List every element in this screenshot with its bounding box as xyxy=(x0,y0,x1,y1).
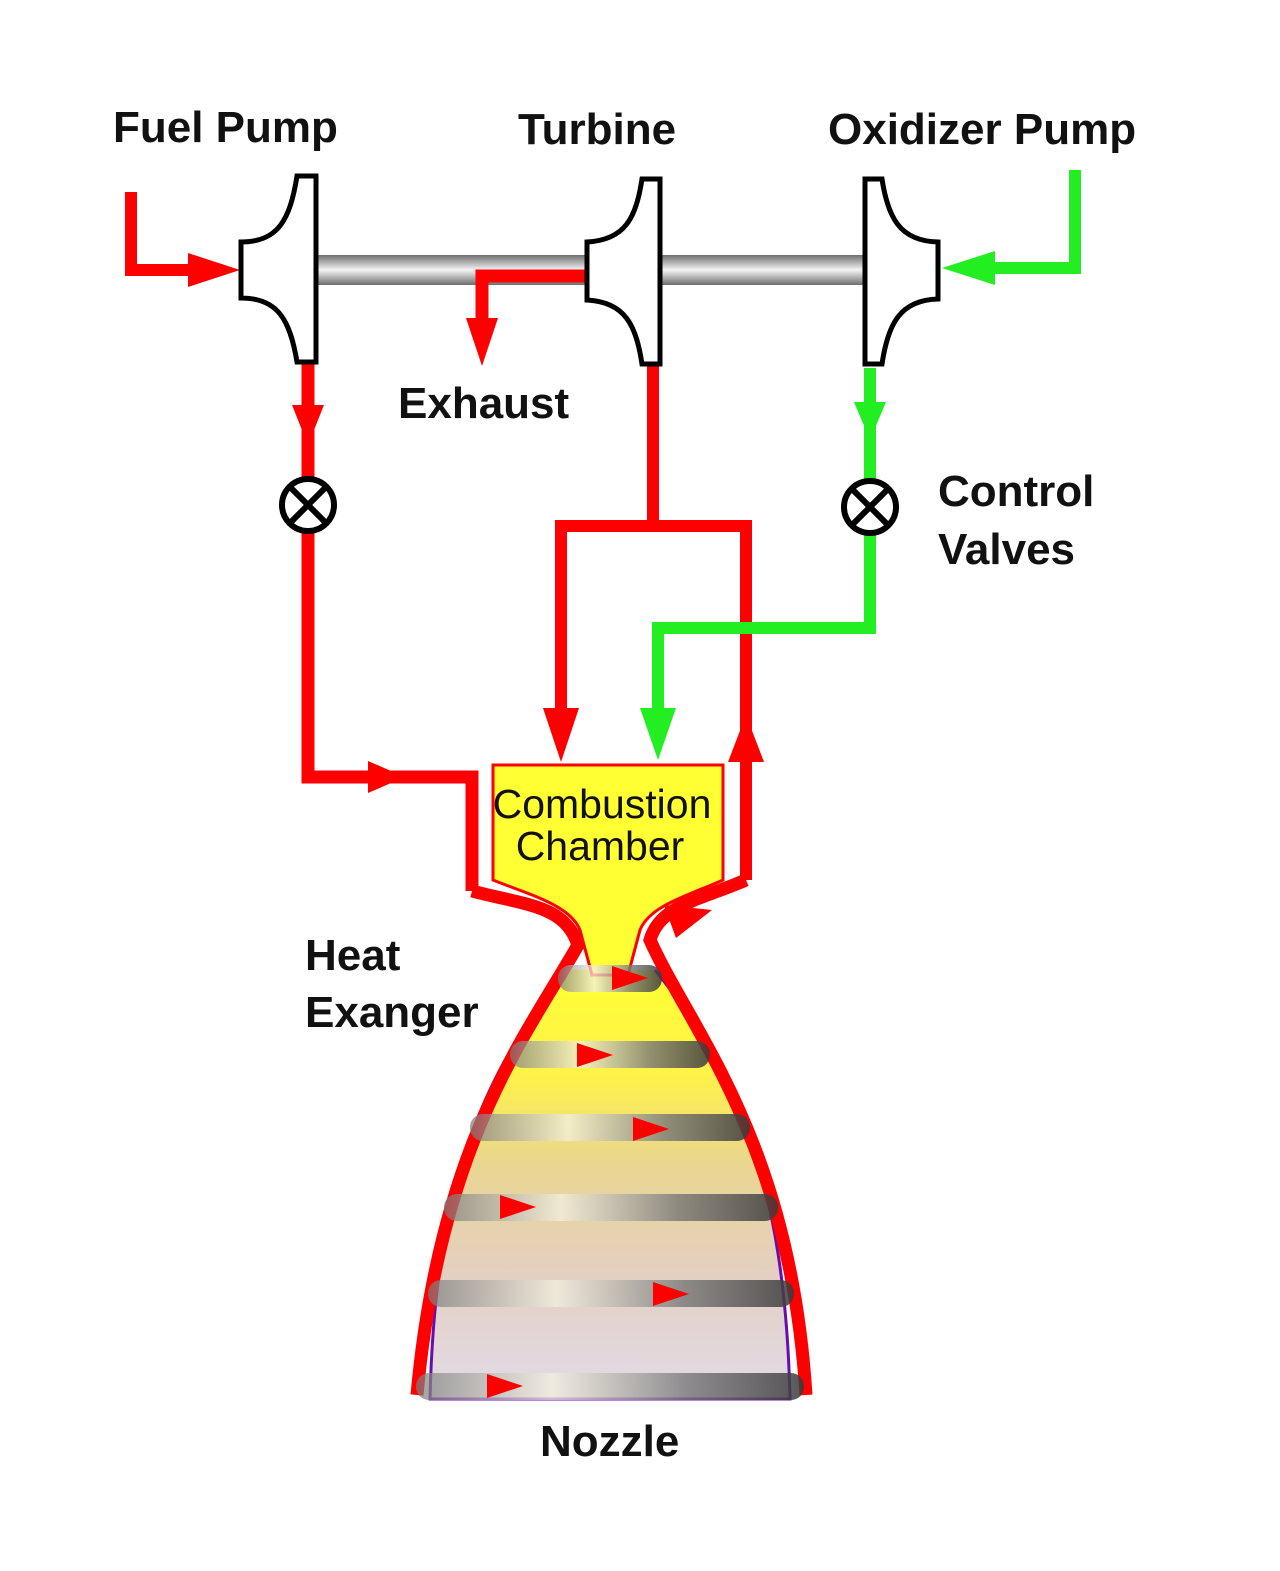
heat-exchanger-band xyxy=(428,1280,794,1307)
turbine-feed-arrow xyxy=(543,708,579,762)
label-control-valves-1: Control xyxy=(938,467,1094,516)
turbine-feed-line xyxy=(555,365,659,716)
label-combustion-2: Chamber xyxy=(516,823,685,869)
fuel-pump-impeller xyxy=(238,173,319,365)
coolant-jacket-left xyxy=(410,884,586,1396)
heat-exchanger-band xyxy=(444,1194,778,1221)
flow-arrow xyxy=(633,1117,669,1141)
label-control-valves-2: Valves xyxy=(938,525,1075,574)
oxidizer-pump-impeller xyxy=(862,176,941,367)
label-heat-exchanger-2: Exanger xyxy=(305,988,479,1037)
heat-exchanger-band xyxy=(470,1114,750,1141)
label-exhaust: Exhaust xyxy=(398,379,570,428)
flow-arrow xyxy=(500,1195,536,1219)
fuel-feed-arrow-1 xyxy=(292,405,324,445)
label-fuel-pump: Fuel Pump xyxy=(113,103,338,152)
oxidizer-inlet-line xyxy=(990,170,1081,274)
heat-exchanger-band xyxy=(416,1373,804,1400)
exhaust-line xyxy=(475,269,587,322)
label-oxidizer-pump: Oxidizer Pump xyxy=(828,105,1136,154)
fuel-feed-line xyxy=(301,362,479,891)
exhaust-arrow xyxy=(466,318,498,366)
fuel-inlet-arrow xyxy=(188,253,240,287)
coolant-jacket-right xyxy=(643,874,813,1396)
oxidizer-feed-arrow-1 xyxy=(854,402,886,440)
heat-exchanger-flow-arrows xyxy=(487,966,689,1398)
oxidizer-inlet-arrow xyxy=(942,251,995,285)
label-combustion-1: Combustion xyxy=(493,781,712,827)
heat-exchanger-band xyxy=(558,965,662,992)
flow-arrow xyxy=(577,1043,613,1067)
coolant-return-arrow xyxy=(664,905,712,938)
oxidizer-feed-arrow-2 xyxy=(640,708,676,760)
label-turbine: Turbine xyxy=(518,105,676,154)
fuel-control-valve xyxy=(279,476,337,534)
fuel-feed-arrow-2 xyxy=(368,761,405,793)
fuel-inlet-line xyxy=(125,192,195,276)
flow-arrow xyxy=(653,1282,689,1306)
nozzle-interior xyxy=(430,970,790,1399)
label-nozzle: Nozzle xyxy=(540,1417,679,1466)
turbine-return-arrow xyxy=(728,715,764,762)
flow-arrow xyxy=(612,966,648,990)
oxidizer-feed-line xyxy=(652,368,876,716)
label-heat-exchanger-1: Heat xyxy=(305,931,401,980)
oxidizer-control-valve xyxy=(841,478,899,536)
flow-arrow xyxy=(487,1374,523,1398)
turbine-rotor xyxy=(584,176,663,367)
